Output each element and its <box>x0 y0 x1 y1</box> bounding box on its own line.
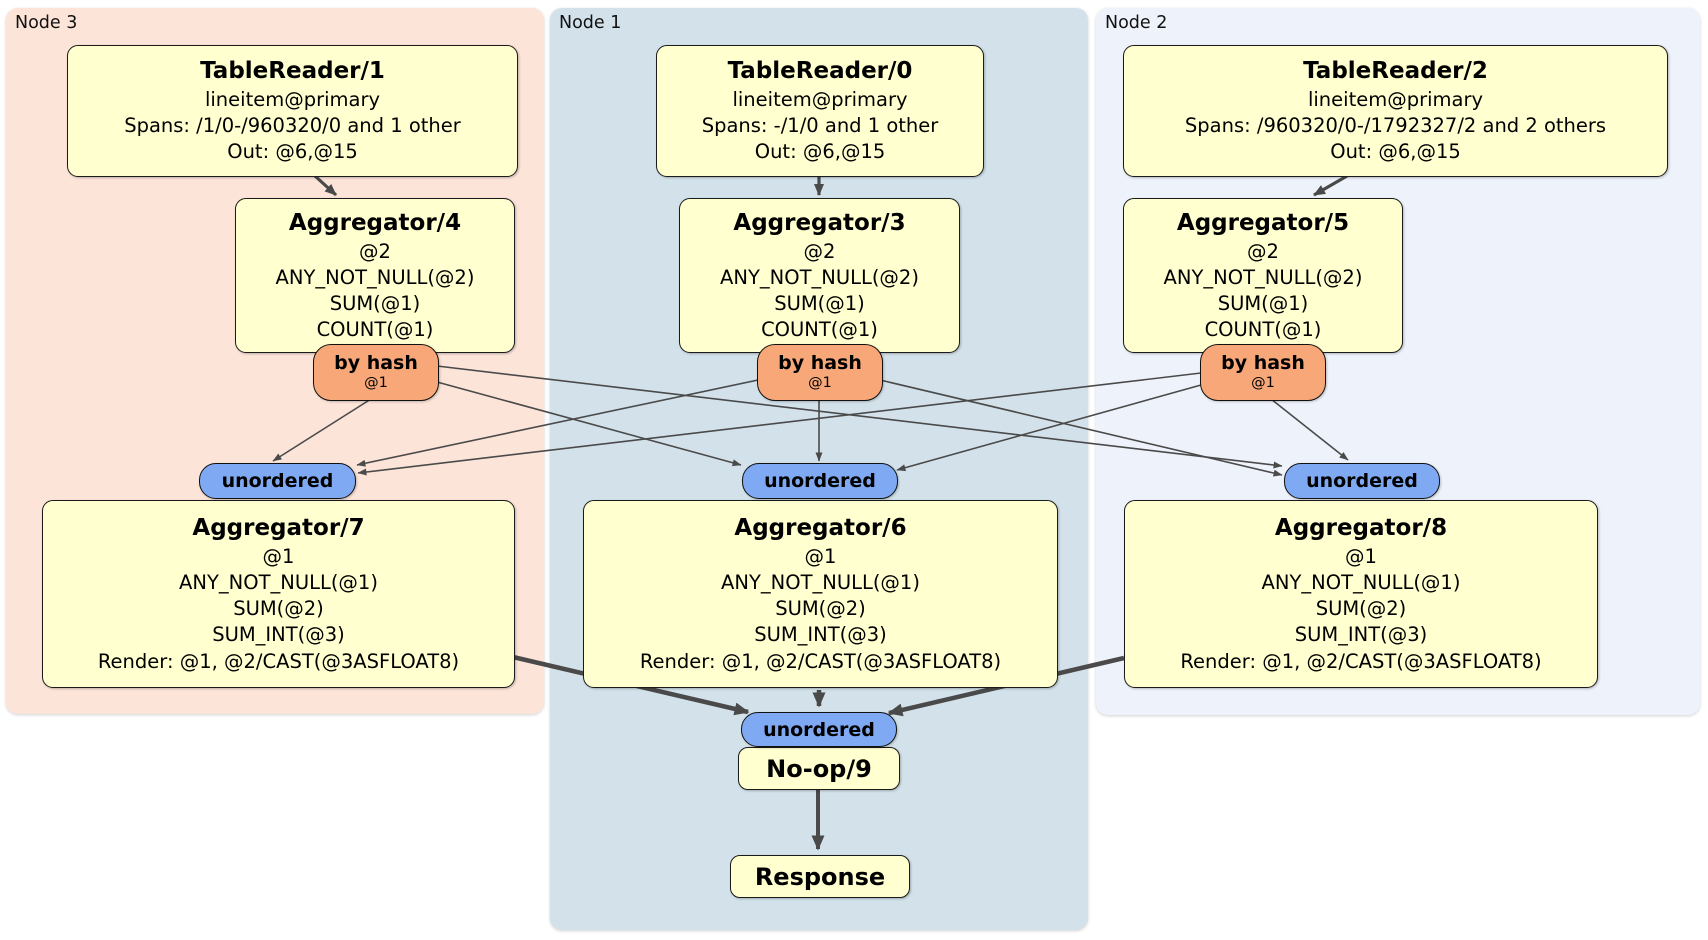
node-title: No-op/9 <box>766 754 872 783</box>
node-detail: COUNT(@1) <box>761 318 878 342</box>
router-by-hash-3: by hash @1 <box>757 344 883 401</box>
node-detail: COUNT(@1) <box>1204 318 1322 342</box>
edge-hash5-sync7 <box>357 372 1202 476</box>
edge-hash4-sync7 <box>272 398 372 462</box>
node-detail: SUM(@2) <box>233 597 324 621</box>
node-detail: SUM_INT(@3) <box>1294 623 1428 647</box>
edge-hash5-sync8 <box>1270 398 1349 461</box>
edge-hash5-sync6 <box>896 384 1202 472</box>
sync-label: unordered <box>763 718 875 741</box>
node-detail: @1 <box>1345 545 1377 569</box>
node-title: Aggregator/6 <box>734 515 907 542</box>
node-detail: lineitem@primary <box>732 88 908 112</box>
router-label: by hash <box>334 352 418 375</box>
node-detail: Render: @1, @2/CAST(@3ASFLOAT8) <box>639 649 1002 673</box>
node-tablereader-2: TableReader/2 lineitem@primary Spans: /9… <box>1123 45 1668 177</box>
edge-hash3-sync8 <box>879 379 1283 477</box>
region-label-node-2: Node 2 <box>1105 13 1168 33</box>
region-label-node-3: Node 3 <box>15 13 78 33</box>
edge-hash4-sync8 <box>436 365 1283 469</box>
node-detail: @2 <box>803 239 836 263</box>
node-detail: SUM(@1) <box>1217 291 1309 315</box>
node-detail: Spans: -/1/0 and 1 other <box>701 114 939 138</box>
sync-unordered-6: unordered <box>742 463 898 499</box>
node-detail: Out: @6,@15 <box>1330 140 1461 164</box>
node-detail: ANY_NOT_NULL(@2) <box>720 265 919 289</box>
node-detail: @1 <box>804 545 837 569</box>
node-detail: Render: @1, @2/CAST(@3ASFLOAT8) <box>1180 649 1542 673</box>
node-aggregator-8: Aggregator/8 @1 ANY_NOT_NULL(@1) SUM(@2)… <box>1124 500 1598 688</box>
node-detail: Render: @1, @2/CAST(@3ASFLOAT8) <box>97 649 460 673</box>
node-aggregator-6: Aggregator/6 @1 ANY_NOT_NULL(@1) SUM(@2)… <box>583 500 1058 688</box>
node-detail: SUM_INT(@3) <box>754 623 887 647</box>
router-by-hash-5: by hash @1 <box>1200 344 1326 401</box>
node-detail: @1 <box>262 545 295 569</box>
router-detail: @1 <box>1251 375 1275 392</box>
router-label: by hash <box>1221 352 1305 375</box>
node-tablereader-1: TableReader/1 lineitem@primary Spans: /1… <box>67 45 518 177</box>
node-aggregator-3: Aggregator/3 @2 ANY_NOT_NULL(@2) SUM(@1)… <box>679 198 960 353</box>
sync-unordered-9: unordered <box>741 712 897 747</box>
node-aggregator-7: Aggregator/7 @1 ANY_NOT_NULL(@1) SUM(@2)… <box>42 500 515 688</box>
node-detail: Spans: /1/0-/960320/0 and 1 other <box>124 114 461 138</box>
node-title: TableReader/2 <box>1303 58 1488 85</box>
node-title: Aggregator/7 <box>192 515 365 542</box>
node-detail: ANY_NOT_NULL(@1) <box>179 571 378 595</box>
node-title: Aggregator/3 <box>733 209 906 236</box>
node-detail: ANY_NOT_NULL(@2) <box>1163 265 1363 289</box>
node-detail: SUM_INT(@3) <box>212 623 345 647</box>
node-title: Aggregator/5 <box>1176 209 1350 236</box>
node-detail: lineitem@primary <box>204 88 381 112</box>
node-detail: Spans: /960320/0-/1792327/2 and 2 others <box>1184 114 1607 138</box>
node-tablereader-0: TableReader/0 lineitem@primary Spans: -/… <box>656 45 984 177</box>
node-response: Response <box>730 855 910 898</box>
node-detail: SUM(@2) <box>1315 597 1407 621</box>
node-detail: ANY_NOT_NULL(@2) <box>275 265 475 289</box>
node-title: Aggregator/4 <box>288 209 462 236</box>
node-aggregator-5: Aggregator/5 @2 ANY_NOT_NULL(@2) SUM(@1)… <box>1123 198 1403 353</box>
router-label: by hash <box>778 352 862 375</box>
node-title: TableReader/1 <box>200 58 385 85</box>
router-by-hash-4: by hash @1 <box>313 344 439 401</box>
node-title: Response <box>754 862 886 891</box>
node-detail: Out: @6,@15 <box>754 140 886 164</box>
node-detail: COUNT(@1) <box>316 318 434 342</box>
router-detail: @1 <box>364 375 388 392</box>
edge-tr1-agg4 <box>313 174 338 197</box>
node-noop-9: No-op/9 <box>738 747 900 790</box>
node-detail: Out: @6,@15 <box>227 140 358 164</box>
node-detail: SUM(@1) <box>774 291 865 315</box>
node-detail: @2 <box>1247 239 1279 263</box>
node-detail: @2 <box>359 239 391 263</box>
node-detail: lineitem@primary <box>1307 88 1484 112</box>
node-title: Aggregator/8 <box>1274 515 1448 542</box>
edge-tr2-agg5 <box>1313 174 1348 197</box>
sync-unordered-7: unordered <box>199 463 356 499</box>
node-aggregator-4: Aggregator/4 @2 ANY_NOT_NULL(@2) SUM(@1)… <box>235 198 515 353</box>
sync-unordered-8: unordered <box>1284 463 1440 499</box>
router-detail: @1 <box>808 375 832 392</box>
sync-label: unordered <box>221 470 334 492</box>
node-title: TableReader/0 <box>727 58 913 85</box>
node-detail: SUM(@2) <box>775 597 866 621</box>
node-detail: SUM(@1) <box>329 291 421 315</box>
sync-label: unordered <box>764 470 876 492</box>
node-detail: ANY_NOT_NULL(@1) <box>1261 571 1461 595</box>
edge-hash3-sync7 <box>356 379 759 467</box>
node-detail: ANY_NOT_NULL(@1) <box>721 571 920 595</box>
region-label-node-1: Node 1 <box>559 13 622 33</box>
sync-label: unordered <box>1306 470 1418 492</box>
edge-hash4-sync6 <box>436 381 742 467</box>
